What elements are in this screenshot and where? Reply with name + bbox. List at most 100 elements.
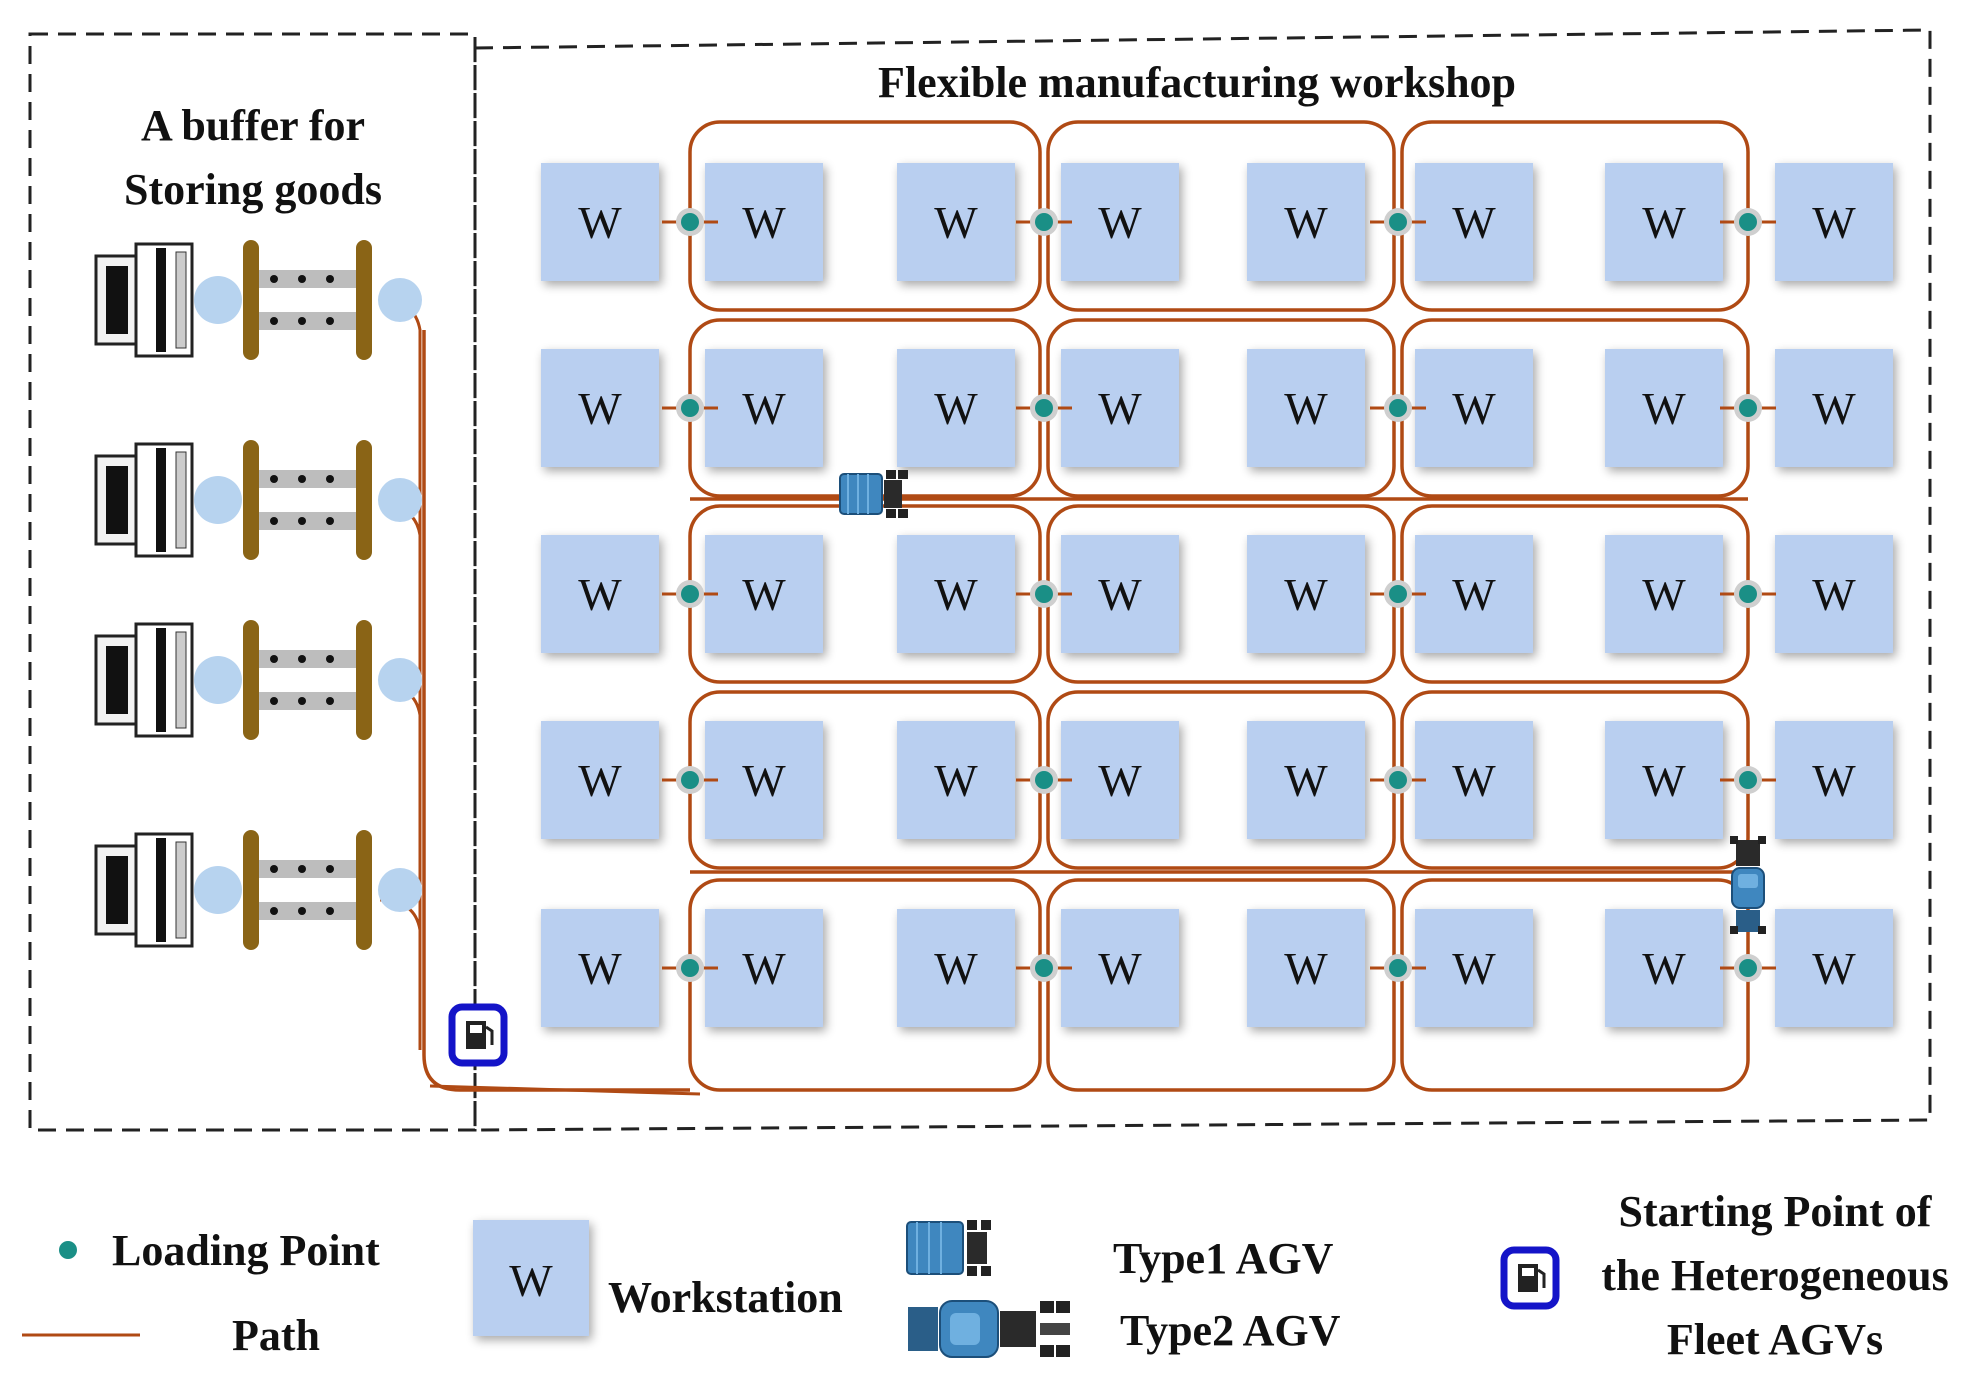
starting-point-icon	[448, 1003, 508, 1067]
buffer-unit	[94, 240, 422, 360]
workstation-label: W	[742, 569, 786, 620]
workstation-label: W	[1452, 569, 1496, 620]
workstation-label: W	[1284, 943, 1328, 994]
workstation: W	[1061, 535, 1179, 653]
legend-loading-point-label: Loading Point	[112, 1226, 380, 1275]
workstation: W	[1415, 535, 1533, 653]
loading-point	[681, 399, 699, 417]
path-cell	[1400, 878, 1750, 1092]
type1-agv-on-map	[839, 470, 908, 518]
legend-start-line2: the Heterogeneous	[1601, 1251, 1948, 1300]
workstation-label: W	[1098, 569, 1142, 620]
workstation-label: W	[1098, 197, 1142, 248]
loading-point	[1035, 959, 1053, 977]
workstation: W	[1775, 909, 1893, 1027]
workstation-label: W	[1098, 755, 1142, 806]
loading-point	[1739, 213, 1757, 231]
legend-starting-point-icon	[1500, 1246, 1560, 1310]
legend-loading-point-dot	[59, 1241, 77, 1259]
loading-point	[681, 213, 699, 231]
workstation-label: W	[742, 943, 786, 994]
workstation-label: W	[1452, 383, 1496, 434]
legend-type1-agv-label: Type1 AGV	[1113, 1234, 1334, 1283]
loading-point	[1389, 399, 1407, 417]
workshop-title: Flexible manufacturing workshop	[878, 58, 1516, 107]
workstation-label: W	[1098, 383, 1142, 434]
loading-point	[681, 585, 699, 603]
legend-workstation-label: Workstation	[608, 1273, 843, 1322]
workstation-label: W	[1642, 755, 1686, 806]
loading-point	[1035, 399, 1053, 417]
workstation-label: W	[1642, 383, 1686, 434]
workstation-label: W	[578, 383, 622, 434]
buffer-path	[379, 898, 422, 1050]
path-cell	[1046, 878, 1396, 1092]
workstation: W	[1605, 909, 1723, 1027]
workstation: W	[541, 163, 659, 281]
loading-point	[1389, 585, 1407, 603]
loading-point	[681, 959, 699, 977]
workstation-label: W	[1812, 755, 1856, 806]
loading-point-grid	[662, 208, 1776, 982]
workstation: W	[1415, 163, 1533, 281]
workstation: W	[1415, 721, 1533, 839]
workstation: W	[1775, 721, 1893, 839]
workstation-label: W	[1642, 569, 1686, 620]
workstation-label: W	[1284, 569, 1328, 620]
workstation: W	[1605, 163, 1723, 281]
workstation: W	[705, 909, 823, 1027]
workstation: W	[1061, 721, 1179, 839]
workstation-label: W	[1642, 197, 1686, 248]
workstation-label: W	[934, 755, 978, 806]
workstation-label: W	[934, 943, 978, 994]
loading-point	[1389, 213, 1407, 231]
workstation: W	[897, 909, 1015, 1027]
workstation: W	[705, 349, 823, 467]
workstation-label: W	[1642, 943, 1686, 994]
workstation-label: W	[934, 569, 978, 620]
workstation: W	[1415, 909, 1533, 1027]
workstation-label: W	[1812, 943, 1856, 994]
loading-point	[1035, 213, 1053, 231]
workstation: W	[1775, 349, 1893, 467]
type2-agv-on-map	[1730, 836, 1766, 934]
legend-path-label: Path	[232, 1311, 320, 1360]
path-cell	[688, 878, 1042, 1092]
workstation: W	[1061, 909, 1179, 1027]
workstation-label: W	[1284, 755, 1328, 806]
workstation: W	[705, 721, 823, 839]
workstation: W	[1061, 163, 1179, 281]
workstation: W	[541, 909, 659, 1027]
buffer-path	[379, 503, 422, 1050]
workstation: W	[1605, 535, 1723, 653]
legend-type2-agv-label: Type2 AGV	[1120, 1306, 1341, 1355]
workstation: W	[897, 535, 1015, 653]
buffer-title-line2: Storing goods	[124, 165, 382, 214]
buffer-unit	[94, 830, 422, 950]
loading-point	[1035, 771, 1053, 789]
workstation: W	[541, 721, 659, 839]
workstation: W	[1247, 909, 1365, 1027]
workstation-label: W	[1812, 197, 1856, 248]
legend-type1-agv-icon	[906, 1220, 991, 1276]
buffer-path	[379, 683, 422, 1050]
buffer-title-line1: A buffer for	[141, 101, 365, 150]
workstation-label: W	[742, 755, 786, 806]
loading-point	[1739, 399, 1757, 417]
workstation: W	[1247, 163, 1365, 281]
buffer-main-path	[422, 330, 690, 1092]
workstation: W	[1605, 721, 1723, 839]
workstation: W	[897, 349, 1015, 467]
workstation-label: W	[742, 197, 786, 248]
legend-start-line3: Fleet AGVs	[1667, 1315, 1883, 1364]
workstation: W	[1247, 349, 1365, 467]
workstation-label: W	[1812, 569, 1856, 620]
workstation-label: W	[934, 197, 978, 248]
workstation-label: W	[1452, 197, 1496, 248]
workstation-label: W	[1284, 197, 1328, 248]
workstation-label: W	[578, 943, 622, 994]
workstation: W	[897, 163, 1015, 281]
workstation: W	[1247, 721, 1365, 839]
workstation-label: W	[1098, 943, 1142, 994]
